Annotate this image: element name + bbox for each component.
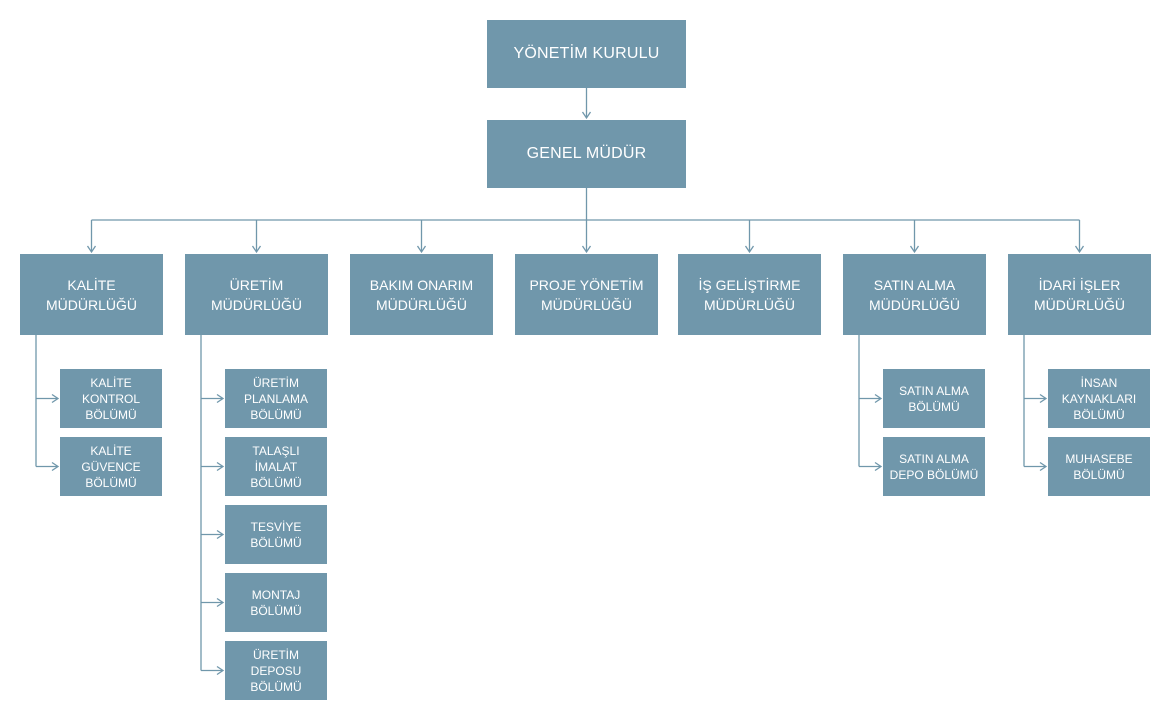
unit-label: SATIN ALMA <box>899 383 969 398</box>
unit-label: TESVİYE <box>250 519 302 534</box>
unit-label: PLANLAMA <box>243 391 309 406</box>
department-box: SATIN ALMA MÜDÜRLÜĞÜ <box>843 254 986 335</box>
unit-label: KALİTE <box>90 443 132 458</box>
unit-label: ÜRETİM <box>253 375 299 390</box>
department-label: MÜDÜRLÜĞÜ <box>541 296 632 313</box>
dept-drop-arrow <box>416 245 427 254</box>
unit-label: MONTAJ <box>251 587 301 602</box>
unit-branch-arrow <box>216 461 225 472</box>
unit-branch-arrow <box>874 393 883 404</box>
unit-label: BÖLÜMÜ <box>250 679 302 694</box>
department-label: PROJE YÖNETİM <box>529 276 644 293</box>
dept-drop-arrow <box>744 245 755 254</box>
department-label: İŞ GELİŞTİRME <box>698 276 801 293</box>
unit-label: BÖLÜMÜ <box>1073 467 1125 482</box>
department-box: PROJE YÖNETİM MÜDÜRLÜĞÜ <box>515 254 658 335</box>
unit-branch-arrow <box>51 461 60 472</box>
department-label: MÜDÜRLÜĞÜ <box>704 296 795 313</box>
unit-label: BÖLÜMÜ <box>250 603 302 618</box>
unit-branch-arrow <box>216 665 225 676</box>
unit-label: BÖLÜMÜ <box>250 535 302 550</box>
department-box: İDARİ İŞLER MÜDÜRLÜĞÜ <box>1008 254 1151 335</box>
unit-branch-arrow <box>51 393 60 404</box>
unit-label: BÖLÜMÜ <box>85 407 137 422</box>
unit-label: DEPOSU <box>250 663 302 678</box>
department-box: İŞ GELİŞTİRME MÜDÜRLÜĞÜ <box>678 254 821 335</box>
board-to-gm-arrow <box>581 111 592 120</box>
department-label: MÜDÜRLÜĞÜ <box>869 296 960 313</box>
unit-branch-arrow <box>1039 393 1048 404</box>
department-label: MÜDÜRLÜĞÜ <box>46 296 137 313</box>
unit-label: İMALAT <box>254 459 298 474</box>
unit-branch-arrow <box>216 597 225 608</box>
unit-label: ÜRETİM <box>253 647 299 662</box>
dept-drop-arrow <box>581 245 592 254</box>
unit-label: DEPO BÖLÜMÜ <box>889 467 979 482</box>
department-label: ÜRETİM <box>229 276 284 293</box>
unit-label: TALAŞLI <box>252 443 300 458</box>
unit-label: BÖLÜMÜ <box>250 407 302 422</box>
unit-label: KALİTE <box>90 375 132 390</box>
unit-label: BÖLÜMÜ <box>908 399 960 414</box>
dept-drop-arrow <box>909 245 920 254</box>
department-label: SATIN ALMA <box>873 276 956 293</box>
board-label: YÖNETİM KURULU <box>513 45 660 62</box>
general-manager-box: GENEL MÜDÜR <box>487 120 686 188</box>
unit-label: GÜVENCE <box>81 459 141 474</box>
unit-label: KAYNAKLARI <box>1061 391 1137 406</box>
unit-label: BÖLÜMÜ <box>85 475 137 490</box>
department-label: MÜDÜRLÜĞÜ <box>376 296 467 313</box>
unit-branch-arrow <box>216 393 225 404</box>
unit-label: SATIN ALMA <box>899 451 969 466</box>
department-box: ÜRETİM MÜDÜRLÜĞÜ <box>185 254 328 335</box>
general-manager-label: GENEL MÜDÜR <box>526 145 647 162</box>
department-box: BAKIM ONARIM MÜDÜRLÜĞÜ <box>350 254 493 335</box>
department-label: MÜDÜRLÜĞÜ <box>211 296 302 313</box>
unit-label: İNSAN <box>1080 375 1118 390</box>
unit-branch-arrow <box>1039 461 1048 472</box>
unit-label: MUHASEBE <box>1065 451 1133 466</box>
dept-drop-arrow <box>86 245 97 254</box>
unit-label: BÖLÜMÜ <box>1073 407 1125 422</box>
board-box: YÖNETİM KURULU <box>487 20 686 88</box>
department-label: İDARİ İŞLER <box>1038 276 1121 293</box>
unit-label: BÖLÜMÜ <box>250 475 302 490</box>
department-label: MÜDÜRLÜĞÜ <box>1034 296 1125 313</box>
department-label: KALİTE <box>67 276 116 293</box>
unit-branch-arrow <box>216 529 225 540</box>
department-box: KALİTE MÜDÜRLÜĞÜ <box>20 254 163 335</box>
unit-branch-arrow <box>874 461 883 472</box>
unit-label: KONTROL <box>81 391 140 406</box>
department-label: BAKIM ONARIM <box>369 276 474 293</box>
dept-drop-arrow <box>1074 245 1085 254</box>
dept-drop-arrow <box>251 245 262 254</box>
